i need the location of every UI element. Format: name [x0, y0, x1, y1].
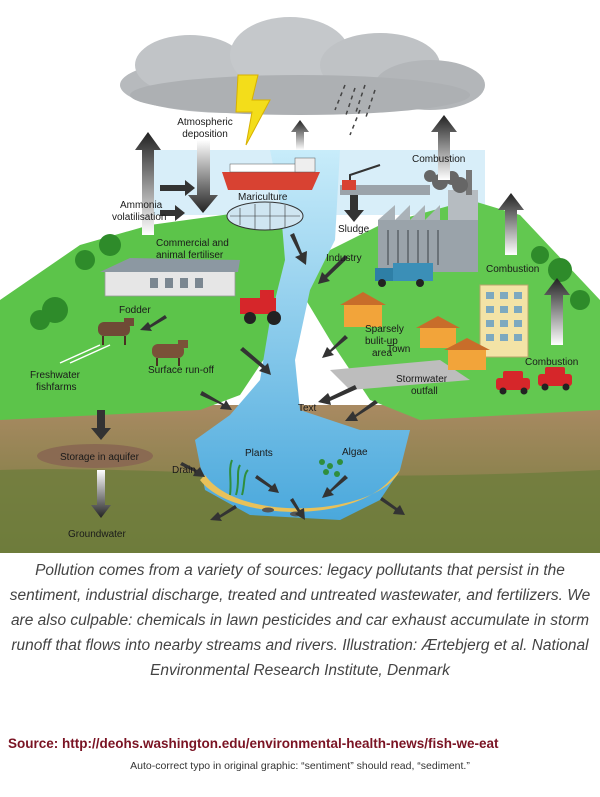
- label-sparsely-3: area: [372, 348, 392, 359]
- label-storage-aquifer: Storage in aquifer: [60, 452, 140, 463]
- river: [195, 150, 410, 520]
- typo-note: Auto-correct typo in original graphic: “…: [130, 760, 470, 772]
- rain-cloud: [120, 17, 485, 115]
- label-ammonia-2: volatilisation: [112, 212, 166, 223]
- label-stormwater: Stormwater: [396, 374, 448, 385]
- label-sparsely: Sparsely: [365, 324, 404, 335]
- label-algae: Algae: [342, 447, 368, 458]
- tractor-icon: [240, 290, 281, 325]
- label-freshwater-2: fishfarms: [36, 382, 77, 393]
- house-icon: [340, 292, 386, 327]
- house-icon: [444, 338, 490, 370]
- cow-icon: [152, 340, 188, 366]
- lightning-icon: [235, 74, 271, 146]
- aquifer-icon: [37, 444, 153, 468]
- label-freshwater: Freshwater: [30, 370, 81, 381]
- farm-building-icon: [100, 258, 240, 297]
- dock-crane-icon: [340, 164, 430, 195]
- source-link[interactable]: Source: http://deohs.washington.edu/envi…: [8, 736, 499, 751]
- label-mariculture: Mariculture: [238, 192, 288, 203]
- pollution-diagram: Atmospheric deposition Combustion Ammoni…: [0, 17, 600, 553]
- label-combustion-mid: Combustion: [486, 264, 539, 275]
- cow-icon: [98, 318, 134, 345]
- label-sparsely-2: bulit-up: [365, 336, 398, 347]
- label-town: Town: [387, 344, 410, 355]
- flow-arrows: [91, 115, 570, 521]
- label-fertiliser: Commercial and: [156, 238, 229, 249]
- label-groundwater: Groundwater: [68, 529, 126, 540]
- label-fertiliser-2: animal fertiliser: [156, 250, 224, 261]
- house-icon: [416, 316, 460, 348]
- label-sludge: Sludge: [338, 224, 370, 235]
- label-plants: Plants: [245, 448, 273, 459]
- rain-icon: [334, 84, 376, 136]
- apartment-building-icon: [479, 284, 529, 358]
- car-icon: [538, 367, 572, 391]
- tree-icon: [30, 234, 590, 330]
- label-atmospheric-deposition-2: deposition: [182, 129, 228, 140]
- label-industry: Industry: [326, 253, 362, 264]
- ship-icon: [222, 157, 320, 190]
- label-combustion-low: Combustion: [525, 357, 578, 368]
- label-atmospheric-deposition: Atmospheric: [177, 117, 233, 128]
- label-combustion-top: Combustion: [412, 154, 465, 165]
- mariculture-net-icon: [226, 201, 304, 231]
- algae-icon: [319, 459, 343, 477]
- figure-caption: Pollution comes from a variety of source…: [9, 562, 591, 679]
- label-fodder: Fodder: [119, 305, 151, 316]
- fishfarm-pools: [59, 344, 111, 364]
- label-text: Text: [298, 403, 317, 414]
- diagram-labels: Atmospheric deposition Combustion Ammoni…: [30, 117, 578, 540]
- label-ammonia: Ammonia: [120, 200, 163, 211]
- car-icon: [496, 371, 530, 395]
- smoke-icon: [424, 170, 468, 193]
- plants-icon: [229, 459, 249, 496]
- label-stormwater-2: outfall: [411, 386, 438, 397]
- label-surface-runoff: Surface run-off: [148, 365, 214, 376]
- right-land: [300, 200, 600, 420]
- truck-icon: [375, 263, 433, 287]
- label-drain: Drain: [172, 465, 196, 476]
